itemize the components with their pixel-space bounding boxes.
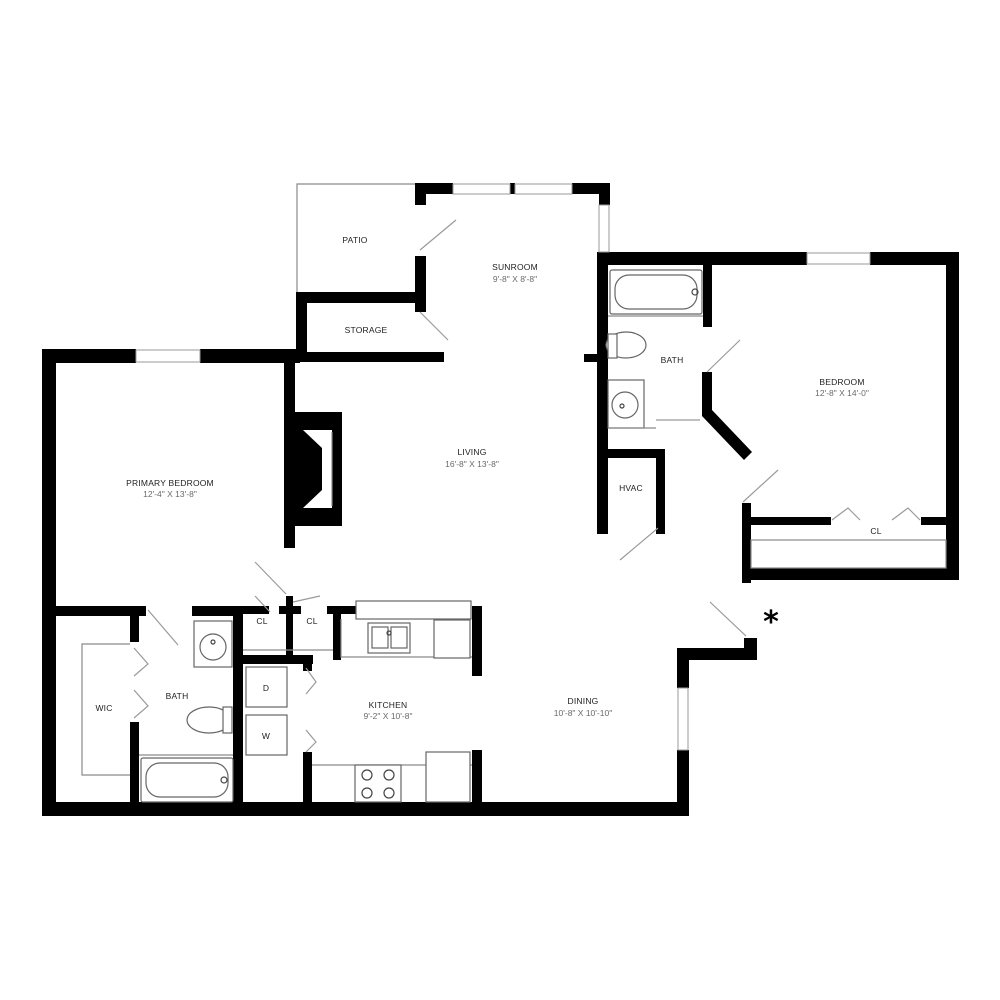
dining-label: DINING [568, 696, 599, 706]
entry-marker: * [763, 605, 779, 640]
windows [135, 183, 871, 751]
laundry: D W [245, 666, 288, 756]
primary-bedroom-label: PRIMARY BEDROOM [126, 478, 214, 488]
primary-bedroom-dims: 12'-4" X 13'-8" [143, 489, 197, 499]
kitchen-label: KITCHEN [369, 700, 408, 710]
top-bath-label: BATH [661, 355, 684, 365]
top-bath-fixtures [605, 269, 703, 429]
bottom-bath-fixtures [139, 620, 234, 803]
bedroom-dims: 12'-8" X 14'-0" [815, 388, 869, 398]
dryer [245, 666, 288, 708]
closet-right-label: CL [306, 616, 317, 626]
sunroom-label: SUNROOM [492, 262, 538, 272]
living-label: LIVING [457, 447, 486, 457]
sunroom-dims: 9'-8" X 8'-8" [493, 274, 537, 284]
fireplace [290, 412, 342, 548]
dining-dims: 10'-8" X 10'-10" [554, 708, 612, 718]
kitchen-fixtures [312, 600, 472, 803]
wic: WIC [81, 643, 130, 776]
washer-label: W [262, 731, 270, 741]
bedroom-closet: CL [750, 526, 947, 569]
bedroom-closet-label: CL [870, 526, 881, 536]
kitchen-dims: 9'-2" X 10'-8" [364, 711, 413, 721]
hvac-label: HVAC [619, 483, 643, 493]
doors [133, 219, 921, 753]
bedroom-label: BEDROOM [819, 377, 864, 387]
walls [42, 183, 959, 816]
patio: PATIO [296, 183, 415, 292]
patio-label: PATIO [342, 235, 367, 245]
bottom-bath-label: BATH [166, 691, 189, 701]
storage-label: STORAGE [345, 325, 388, 335]
closet-left-label: CL [256, 616, 267, 626]
wic-label: WIC [95, 703, 112, 713]
living-dims: 16'-8" X 13'-8" [445, 459, 499, 469]
washer [245, 714, 288, 756]
dryer-label: D [263, 683, 269, 693]
